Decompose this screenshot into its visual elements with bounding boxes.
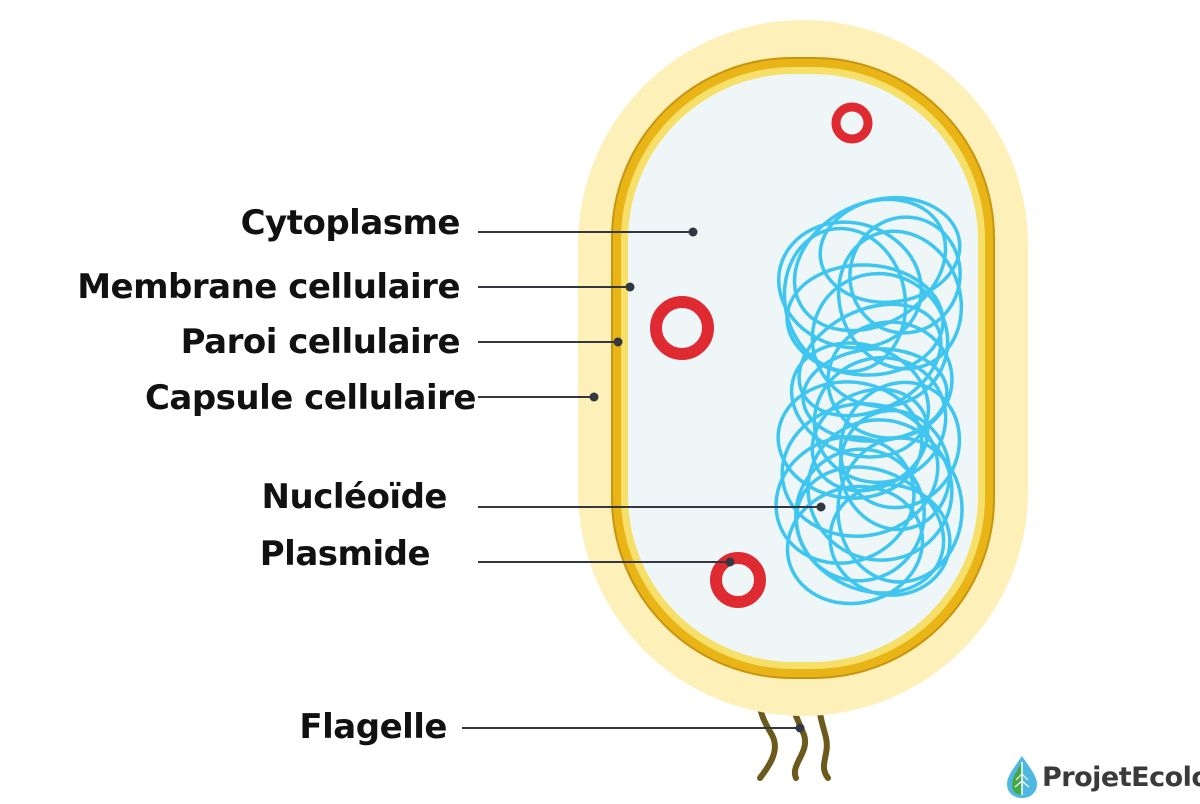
nucleoid-loop: [776, 380, 924, 500]
nucleoid-loop: [794, 447, 926, 583]
leader-dot-cytoplasm: [688, 227, 698, 237]
label-nucleoid: Nucléoïde: [261, 477, 448, 517]
label-cytoplasm: Cytoplasme: [240, 203, 461, 243]
plasmid-bottom: [710, 552, 766, 608]
nucleoid-loop: [794, 465, 946, 595]
nucleoid-loop: [782, 226, 908, 374]
leader-dot-plasmid: [725, 557, 735, 567]
plasmid-top: [831, 102, 873, 144]
nucleoid-loop: [792, 197, 948, 333]
nucleoid-loop: [836, 229, 964, 371]
leader-dot-nucleoid: [816, 502, 826, 512]
nucleoid-loop: [838, 408, 952, 532]
label-plasmid: Plasmide: [259, 534, 431, 574]
plasmid-left: [650, 296, 714, 360]
nucleoid-loop: [810, 271, 950, 409]
brand-logo: ProjetEcolo: [1004, 754, 1200, 800]
brand-logo-text: ProjetEcolo: [1042, 762, 1200, 793]
nucleoid: [774, 195, 964, 606]
plasmids: [650, 102, 873, 608]
label-capsule: Capsule cellulaire: [144, 378, 477, 418]
nucleoid-loop: [801, 347, 949, 443]
leaf-drop-icon: [1007, 756, 1037, 798]
leader-lines: [462, 227, 826, 733]
nucleoid-loop: [848, 215, 962, 335]
nucleoid-loop: [828, 483, 952, 597]
leader-dot-wall: [613, 337, 623, 347]
nucleoid-loop: [818, 195, 962, 305]
label-flagellum: Flagelle: [299, 707, 447, 747]
label-wall: Paroi cellulaire: [180, 322, 461, 362]
label-membrane: Membrane cellulaire: [77, 267, 460, 307]
leader-dot-membrane: [625, 282, 635, 292]
leader-dot-flagellum: [795, 723, 805, 733]
leader-dot-capsule: [589, 392, 599, 402]
